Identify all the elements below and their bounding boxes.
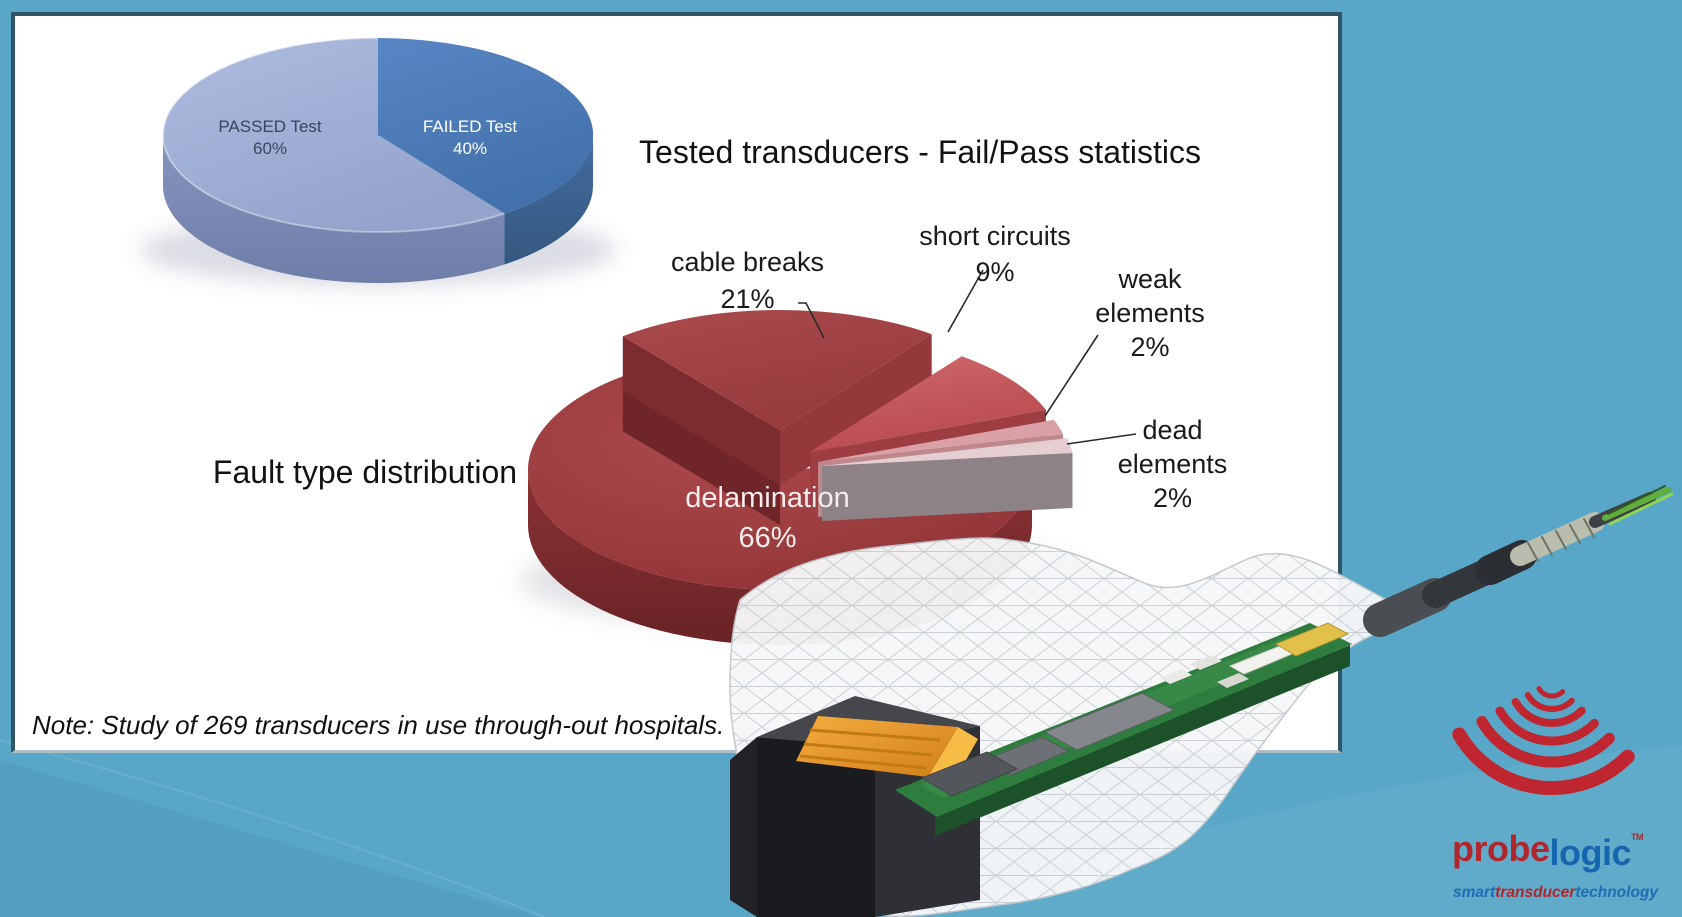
- probe-circuit-board: [895, 622, 1352, 836]
- pcb-side: [935, 645, 1350, 836]
- fault-chart-title: Fault type distribution: [212, 454, 518, 490]
- failed-label-text: FAILED Test: [422, 117, 518, 136]
- dead-elements-value-text: 2%: [1152, 483, 1193, 513]
- pcb-component-3: [1217, 673, 1249, 688]
- cable-breaks-label: cable breaks 21%: [660, 244, 835, 318]
- failed-slice-top: [378, 37, 594, 214]
- probe-head-front-face: [757, 737, 875, 917]
- slide-title: Tested transducers - Fail/Pass statistic…: [639, 134, 1201, 170]
- short-circuits-slice-top: [810, 356, 1046, 452]
- cable-breaks-label-text: cable breaks: [670, 247, 825, 277]
- cable-wire-lightgreen: [1608, 492, 1674, 526]
- weak-elements-slice-top: [818, 419, 1064, 462]
- weak-elements-label: weak elements 2%: [1085, 262, 1215, 364]
- passed-slice-label: PASSED Test 60%: [195, 116, 345, 160]
- cable-braid-weave: [1527, 518, 1595, 562]
- transducer-probe-illustration: [729, 485, 1674, 917]
- short-circuits-value-text: 9%: [975, 257, 1015, 287]
- tagline-smart: smart: [1453, 884, 1496, 901]
- transducer-stack-ridges: [799, 728, 941, 770]
- weak-elements-leader-line: [1044, 334, 1099, 417]
- dead-elements-label: dead elements 2%: [1105, 413, 1240, 515]
- pass-fail-pie: [140, 37, 616, 286]
- background-curve-line: [0, 739, 546, 917]
- cable-breaks-value-text: 21%: [720, 284, 775, 314]
- short-circuits-label: short circuits 9%: [905, 218, 1085, 290]
- short-circuits-label-text: short circuits: [919, 221, 1071, 251]
- delamination-label: delamination 66%: [655, 478, 880, 558]
- cable-wire-green: [1602, 487, 1671, 521]
- passed-slice-rim-highlight: [162, 37, 505, 233]
- weak-elements-label-line2: elements: [1095, 298, 1205, 328]
- dead-elements-leader-line: [1066, 433, 1137, 445]
- failed-value-text: 40%: [452, 139, 488, 158]
- brand-logo: probelogicTM smarttransducertechnology: [1440, 640, 1682, 917]
- cable-breaks-slice-left-face: [622, 336, 780, 485]
- pcb-chip-large: [1043, 692, 1176, 751]
- cable-wire-dark: [1607, 485, 1666, 515]
- dead-elements-slice-top: [822, 438, 1073, 466]
- probe-head-left-face: [730, 737, 757, 917]
- weak-elements-label-line1: weak: [1118, 264, 1182, 294]
- passed-label-text: PASSED Test: [218, 117, 322, 136]
- logo-wordmark: probelogicTM: [1452, 828, 1682, 873]
- leader-lines: [798, 269, 1137, 445]
- pcb-chip-dark: [920, 751, 1019, 797]
- dead-elements-slice-front-face: [822, 453, 1073, 521]
- probe-cable: [1363, 485, 1674, 637]
- logo-wave-arcs-icon: [1452, 686, 1635, 796]
- short-circuits-leader-line: [947, 269, 984, 333]
- delamination-value-text: 66%: [738, 522, 797, 554]
- logo-word-logic: logic: [1549, 832, 1632, 873]
- dead-elements-label-line2: elements: [1117, 449, 1228, 479]
- cable-breaks-leader-line: [798, 302, 825, 339]
- tagline-transducer: transducer: [1495, 884, 1576, 901]
- pcb-component-2: [1190, 655, 1222, 670]
- passed-slice-top: [163, 38, 505, 232]
- delamination-label-text: delamination: [685, 482, 850, 514]
- logo-word-probe: probe: [1452, 828, 1550, 869]
- weak-elements-value-text: 2%: [1130, 332, 1170, 362]
- logo-tagline: smarttransducertechnology: [1453, 884, 1682, 902]
- tagline-technology: technology: [1575, 884, 1659, 901]
- failed-slice-side: [504, 135, 593, 265]
- failed-slice-label: FAILED Test 40%: [395, 116, 545, 160]
- pcb-component-1: [1160, 669, 1192, 684]
- passed-value-text: 60%: [252, 139, 288, 158]
- footnote: Note: Study of 269 transducers in use th…: [32, 710, 725, 740]
- pcb-connector-gold: [1274, 622, 1350, 657]
- passed-slice-side: [162, 135, 505, 284]
- background-sweep-dark: [0, 760, 540, 917]
- dead-elements-label-line1: dead: [1142, 415, 1203, 445]
- cable-breaks-slice-top: [622, 310, 932, 430]
- logo-trademark: TM: [1631, 832, 1644, 842]
